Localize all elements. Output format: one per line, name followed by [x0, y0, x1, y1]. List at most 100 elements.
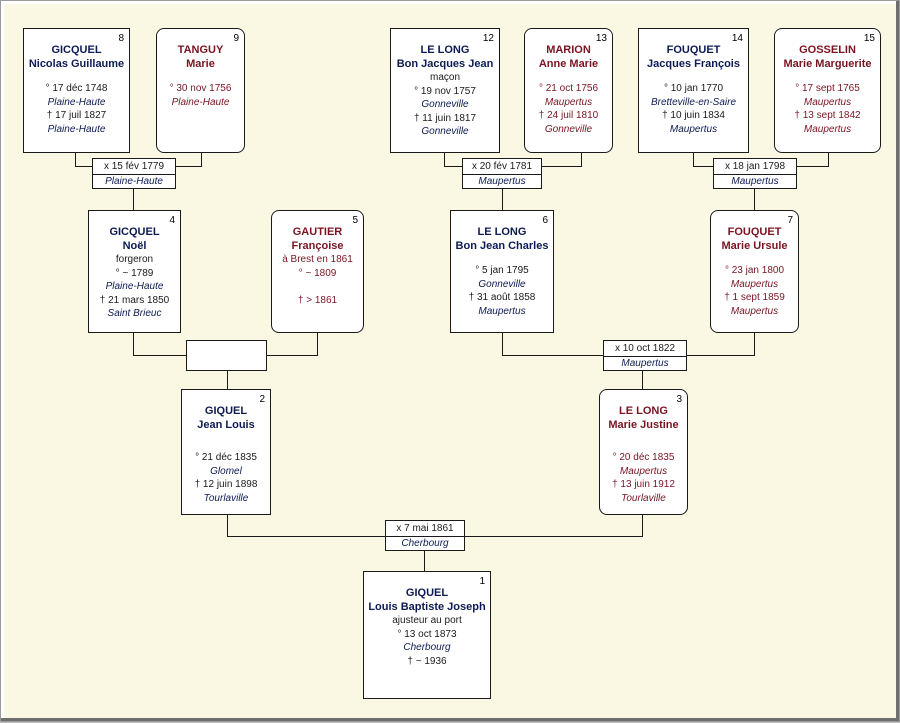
birth-place: Plaine-Haute [47, 96, 106, 108]
sosa-number: 14 [731, 33, 743, 44]
connector [133, 189, 134, 210]
surname: FOUQUET [666, 44, 721, 56]
marriage-date: x 20 fév 1781 [471, 161, 533, 172]
birth-date: ° ~ 1789 [115, 267, 154, 279]
surname: FOUQUET [727, 226, 782, 238]
connector [754, 332, 755, 355]
death-place: Maupertus [803, 123, 852, 135]
surname: GICQUEL [109, 226, 160, 238]
sosa-number: 9 [233, 33, 239, 44]
person-box-15[interactable]: 15 GOSSELIN Marie Marguerite ° 17 sept 1… [774, 28, 881, 153]
person-box-12[interactable]: 12 LE LONG Bon Jacques Jean maçon ° 19 n… [390, 28, 500, 153]
birth-date: ° 30 nov 1756 [169, 83, 232, 94]
birth-date: ° 10 jan 1770 [663, 83, 724, 94]
given-name: Nicolas Guillaume [28, 57, 125, 70]
connector [133, 332, 134, 355]
occupation: maçon [429, 72, 460, 83]
marriage-date: x 18 jan 1798 [724, 161, 786, 172]
given-name: Noël [122, 239, 147, 252]
sosa-number: 13 [595, 33, 607, 44]
connector [227, 514, 228, 536]
given-name: Anne Marie [538, 57, 599, 70]
sosa-number: 1 [479, 576, 485, 587]
death-place: Maupertus [478, 305, 526, 317]
surname: MARION [546, 44, 591, 56]
connector [642, 370, 643, 389]
connector [227, 370, 228, 389]
marriage-box-8-9: x 15 fév 1779 Plaine-Haute [92, 158, 176, 189]
occupation: à Brest en 1861 [282, 254, 353, 265]
sosa-number: 7 [787, 215, 793, 226]
person-box-6[interactable]: 6 LE LONG Bon Jean Charles ° 5 jan 1795 … [450, 210, 554, 333]
surname: GOSSELIN [799, 44, 856, 56]
marriage-box-14-15: x 18 jan 1798 Maupertus [713, 158, 797, 189]
connector [502, 332, 503, 355]
death-date: † 11 juin 1817 [413, 112, 477, 124]
death-date: † 1 sept 1859 [724, 292, 785, 304]
sosa-number: 2 [259, 394, 265, 405]
person-box-3[interactable]: 3 LE LONG Marie Justine ° 20 déc 1835 Ma… [599, 389, 688, 515]
surname: GICQUEL [51, 44, 102, 56]
person-box-1[interactable]: 1 GIQUEL Louis Baptiste Joseph ajusteur … [363, 571, 491, 699]
marriage-date: x 15 fév 1779 [103, 161, 165, 172]
birth-date: ° 17 déc 1748 [45, 83, 108, 94]
birth-place: Gonneville [421, 99, 469, 111]
connector [444, 152, 445, 166]
surname: GIQUEL [405, 587, 449, 599]
person-box-8[interactable]: 8 GICQUEL Nicolas Guillaume ° 17 déc 174… [23, 28, 130, 153]
marriage-box-6-7: x 10 oct 1822 Maupertus [603, 340, 687, 371]
birth-place: Maupertus [619, 465, 668, 477]
person-box-4[interactable]: 4 GICQUEL Noël forgeron ° ~ 1789 Plaine-… [88, 210, 181, 333]
marriage-box-12-13: x 20 fév 1781 Maupertus [462, 158, 542, 189]
surname: LE LONG [619, 405, 668, 417]
marriage-date: x 10 oct 1822 [614, 343, 676, 354]
connector [201, 152, 202, 166]
death-place: Tourlaville [203, 492, 249, 504]
person-box-14[interactable]: 14 FOUQUET Jacques François ° 10 jan 177… [638, 28, 749, 153]
given-name: Françoise [291, 239, 344, 252]
surname: TANGUY [177, 44, 224, 56]
birth-place: Maupertus [544, 96, 593, 108]
given-name: Marie Justine [608, 418, 679, 431]
person-box-9[interactable]: 9 TANGUY Marie ° 30 nov 1756 Plaine-Haut… [156, 28, 245, 153]
birth-place: Maupertus [730, 278, 779, 290]
death-date: † 21 mars 1850 [99, 294, 170, 306]
given-name: Marie [186, 57, 215, 70]
birth-date: ° 19 nov 1757 [414, 85, 476, 97]
birth-place: Plaine-Haute [171, 96, 230, 108]
person-box-13[interactable]: 13 MARION Anne Marie ° 21 oct 1756 Maupe… [524, 28, 613, 153]
surname: GAUTIER [292, 226, 343, 238]
death-date: † 17 juil 1827 [46, 110, 107, 122]
given-name: Bon Jean Charles [455, 239, 549, 252]
connector [693, 152, 694, 166]
given-name: Jacques François [647, 57, 740, 70]
birth-place: Bretteville-en-Saire [650, 96, 737, 108]
death-date: † > 1861 [297, 295, 338, 307]
death-place: Maupertus [669, 123, 718, 135]
death-place: Tourlaville [621, 492, 666, 504]
death-place: Plaine-Haute [47, 123, 106, 135]
surname: LE LONG [420, 44, 470, 56]
sosa-number: 15 [863, 33, 875, 44]
person-box-5[interactable]: 5 GAUTIER Françoise à Brest en 1861 ° ~ … [271, 210, 364, 333]
connector [828, 152, 829, 166]
person-box-2[interactable]: 2 GIQUEL Jean Louis ° 21 déc 1835 Glomel… [181, 389, 271, 515]
death-place: Gonneville [421, 126, 469, 138]
birth-date: ° 13 oct 1873 [397, 628, 457, 640]
death-date: † 12 juin 1898 [194, 479, 258, 491]
marriage-place: Plaine-Haute [93, 174, 175, 189]
marriage-place: Maupertus [714, 174, 796, 189]
given-name: Marie Marguerite [783, 57, 872, 70]
occupation: ajusteur au port [392, 615, 462, 626]
connector [317, 332, 318, 355]
marriage-place: Maupertus [604, 356, 686, 371]
person-box-7[interactable]: 7 FOUQUET Marie Ursule ° 23 jan 1800 Mau… [710, 210, 799, 333]
sosa-number: 12 [482, 33, 494, 44]
given-name: Bon Jacques Jean [396, 57, 494, 70]
birth-date: ° ~ 1809 [298, 267, 337, 279]
marriage-box-4-5 [186, 340, 267, 371]
marriage-place: Cherbourg [386, 536, 464, 551]
birth-date: ° 21 oct 1756 [538, 83, 599, 94]
connector [502, 189, 503, 210]
